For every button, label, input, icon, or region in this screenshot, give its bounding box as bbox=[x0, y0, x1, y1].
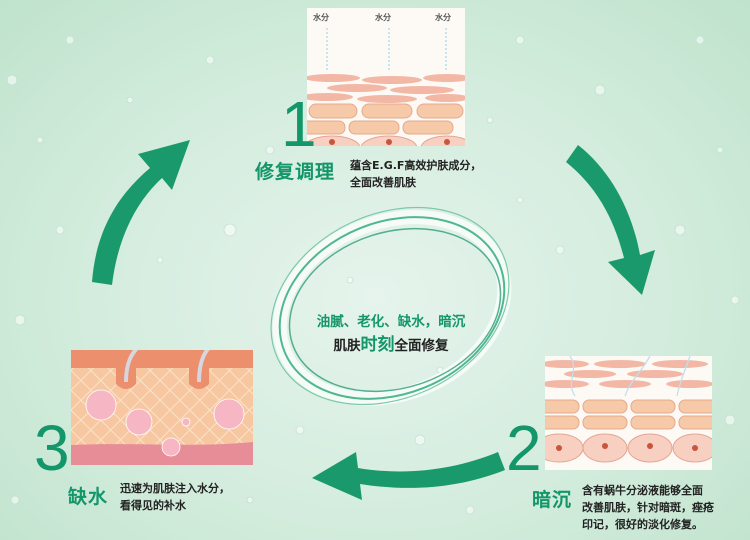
desc-line: 全面改善肌肤 bbox=[350, 176, 416, 189]
step-title: 缺水 bbox=[68, 486, 109, 508]
water-droplets bbox=[6, 35, 740, 515]
step-number: 3 bbox=[34, 412, 70, 484]
desc-line: 改善肌肤，针对暗斑，痤疮 bbox=[582, 501, 714, 514]
skin-illustration-3 bbox=[71, 350, 253, 465]
cycle-arrow-2-to-3 bbox=[312, 452, 505, 500]
glass-ring bbox=[270, 206, 512, 406]
moisture-label: 水分 bbox=[435, 13, 451, 22]
step-description: 含有蜗牛分泌液能够全面 改善肌肤，针对暗斑，痤疮 印记，很好的淡化修复。 bbox=[582, 482, 714, 533]
step-number: 2 bbox=[506, 412, 542, 484]
moisture-label: 水分 bbox=[313, 13, 329, 22]
desc-line: 蕴含E.G.F高效护肤成分， bbox=[350, 159, 482, 172]
step-description: 蕴含E.G.F高效护肤成分， 全面改善肌肤 bbox=[350, 157, 481, 191]
skin-illustration-2 bbox=[545, 356, 712, 470]
center-suffix: 全面修复 bbox=[394, 338, 449, 354]
center-prefix: 肌肤 bbox=[333, 338, 361, 354]
step-description: 迅速为肌肤注入水分， 看得见的补水 bbox=[120, 480, 230, 514]
step-title: 修复调理 bbox=[255, 161, 336, 183]
desc-line: 印记，很好的淡化修复。 bbox=[582, 518, 703, 531]
step-number: 1 bbox=[281, 88, 317, 160]
moisture-label: 水分 bbox=[375, 13, 391, 22]
center-headline: 油腻、老化、缺水，暗沉 bbox=[316, 314, 466, 330]
desc-line: 迅速为肌肤注入水分， bbox=[120, 482, 230, 495]
desc-line: 含有蜗牛分泌液能够全面 bbox=[582, 484, 703, 497]
center-subline: 肌肤时刻全面修复 bbox=[306, 330, 476, 355]
cycle-arrow-1-to-2 bbox=[566, 145, 655, 295]
center-highlight: 时刻 bbox=[360, 335, 395, 355]
skin-illustration-1 bbox=[307, 8, 465, 146]
cycle-arrow-3-to-1 bbox=[92, 140, 190, 285]
step-title: 暗沉 bbox=[532, 489, 573, 511]
desc-line: 看得见的补水 bbox=[120, 499, 186, 512]
